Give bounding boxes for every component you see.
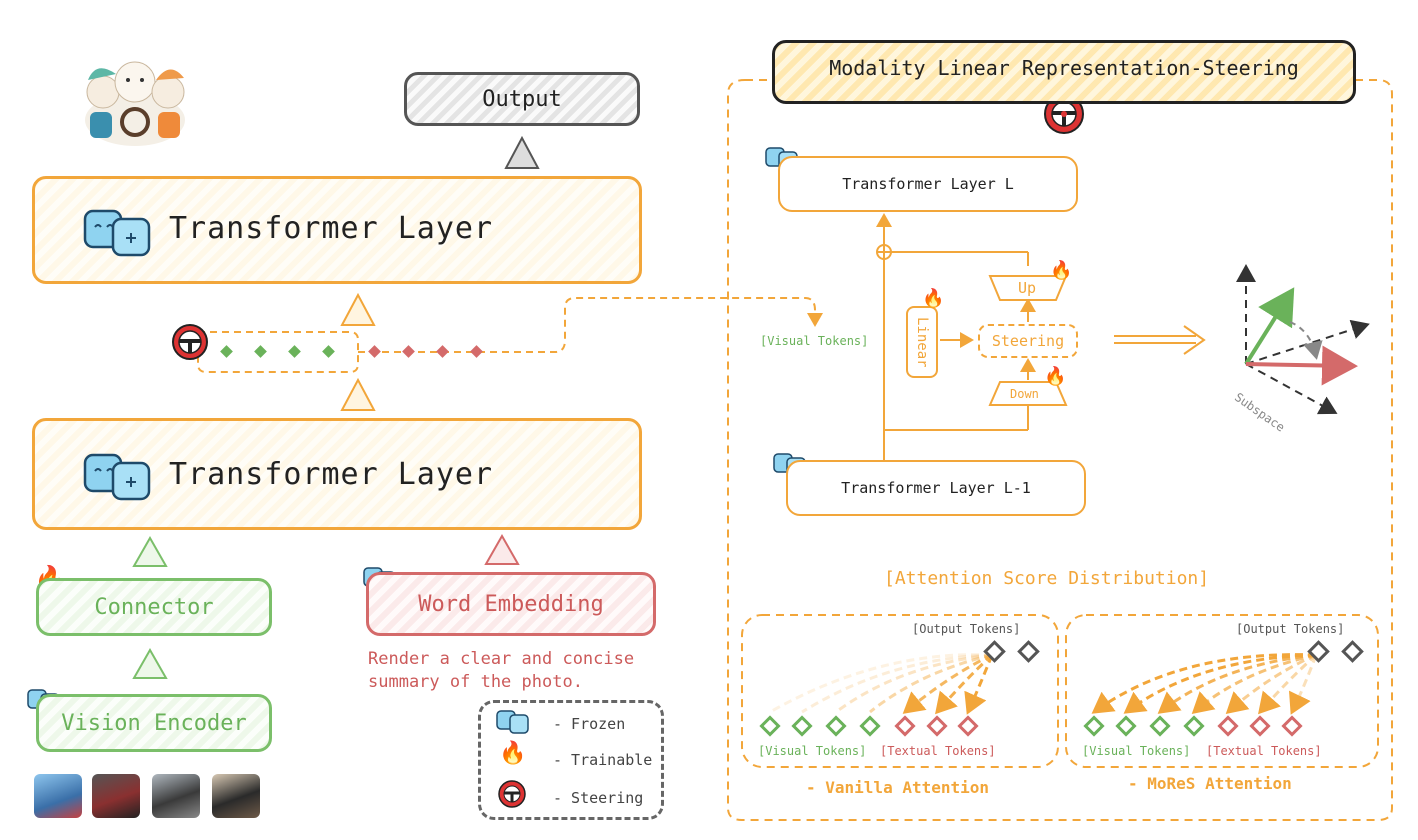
- mores-visual-tokens-label: [Visual Tokens]: [1082, 744, 1191, 758]
- legend-trainable-label: - Trainable: [553, 751, 653, 769]
- right-panel-title: Modality Linear Representation-Steering: [829, 56, 1299, 80]
- subspace-transfer-arrow: [1114, 325, 1206, 355]
- visual-token-diamonds: [220, 345, 335, 358]
- transformer-layer-top: Transformer Layer: [32, 176, 642, 284]
- transformer-layer-l-label: Transformer Layer L: [842, 175, 1014, 193]
- up-projection-shape: [988, 275, 1068, 301]
- prompt-caption: Render a clear and concise summary of th…: [368, 648, 634, 694]
- input-photo-thumbnails: [34, 774, 264, 818]
- mores-output-tokens: [1307, 640, 1364, 663]
- output-label: Output: [482, 86, 562, 112]
- word-embedding-box: Word Embedding: [366, 572, 656, 636]
- up-fire-icon: 🔥: [1050, 260, 1073, 281]
- photo-thumbnail: [34, 774, 82, 818]
- linear-box: Linear: [906, 306, 938, 378]
- subspace-vectors: [1236, 264, 1370, 415]
- vanilla-output-tokens: [983, 640, 1040, 663]
- mores-textual-tokens-label: [Textual Tokens]: [1206, 744, 1322, 758]
- photo-thumbnail: [212, 774, 260, 818]
- vanilla-visual-tokens-label: [Visual Tokens]: [758, 744, 867, 758]
- steering-box: Steering: [978, 324, 1078, 358]
- down-projection-shape: [988, 381, 1068, 406]
- transformer-layer-l-box: Transformer Layer L: [778, 156, 1078, 212]
- mores-attention-caption: - MoReS Attention: [1128, 774, 1292, 793]
- steering-visual-tokens-label: [Visual Tokens]: [760, 334, 869, 348]
- connector-box: Connector: [36, 578, 272, 636]
- up-label: Up: [1018, 279, 1037, 297]
- prompt-caption-line-1: Render a clear and concise: [368, 649, 635, 669]
- prompt-caption-line-2: summary of the photo.: [368, 672, 583, 692]
- vanilla-output-tokens-label: [Output Tokens]: [912, 622, 1021, 636]
- legend-steering-label: - Steering: [553, 789, 644, 807]
- vanilla-attention-panel: [741, 614, 1059, 768]
- legend-box: - Frozen 🔥 - Trainable - Steering: [478, 700, 664, 820]
- linear-fire-icon: 🔥: [922, 288, 945, 309]
- vision-encoder-box: Vision Encoder: [36, 694, 272, 752]
- right-panel-title-box: Modality Linear Representation-Steering: [772, 40, 1356, 104]
- photo-thumbnail: [152, 774, 200, 818]
- steering-label: Steering: [991, 332, 1065, 350]
- transformer-layer-l1-box: Transformer Layer L-1: [786, 460, 1086, 516]
- mores-attention-panel: [1065, 614, 1379, 768]
- llama-mascot-illustration: [78, 50, 193, 150]
- layer-arrow-upper: [340, 292, 376, 326]
- layer-arrow-lower: [340, 377, 376, 411]
- down-fire-icon: 🔥: [1044, 366, 1067, 387]
- connector-label: Connector: [94, 594, 214, 620]
- vanilla-textual-tokens-label: [Textual Tokens]: [880, 744, 996, 758]
- mores-input-tokens: [1083, 715, 1303, 737]
- output-box: Output: [404, 72, 640, 126]
- vanilla-attention-caption: - Vanilla Attention: [806, 778, 990, 797]
- transformer-layer-bottom: Transformer Layer: [32, 418, 642, 530]
- mores-output-tokens-label: [Output Tokens]: [1236, 622, 1345, 636]
- token-group-outline: [197, 331, 359, 373]
- photo-thumbnail: [92, 774, 140, 818]
- output-arrow: [504, 135, 540, 169]
- word-embedding-label: Word Embedding: [418, 591, 604, 617]
- transformer-layer-bottom-label: Transformer Layer: [169, 457, 494, 492]
- right-panel-outline: [727, 79, 1393, 821]
- vision-encoder-label: Vision Encoder: [61, 710, 247, 736]
- attention-distribution-title: [Attention Score Distribution]: [884, 568, 1210, 589]
- steering-module-lines: [876, 213, 1036, 460]
- text-token-diamonds: [368, 345, 483, 358]
- encoder-up-arrow: [132, 647, 168, 679]
- down-label: Down: [1010, 387, 1039, 401]
- token-link-dashed: [358, 297, 823, 353]
- vanilla-attention-curves: [769, 653, 994, 715]
- transformer-layer-top-label: Transformer Layer: [169, 211, 494, 246]
- legend-frozen-label: - Frozen: [553, 715, 626, 733]
- linear-label: Linear: [914, 316, 930, 368]
- connector-up-arrow: [132, 535, 168, 567]
- trainable-legend-icon: 🔥: [499, 741, 527, 766]
- embedding-up-arrow: [484, 533, 520, 565]
- vanilla-input-tokens: [759, 715, 979, 737]
- mores-attention-curves: [1091, 653, 1318, 715]
- transformer-layer-l1-label: Transformer Layer L-1: [841, 479, 1031, 497]
